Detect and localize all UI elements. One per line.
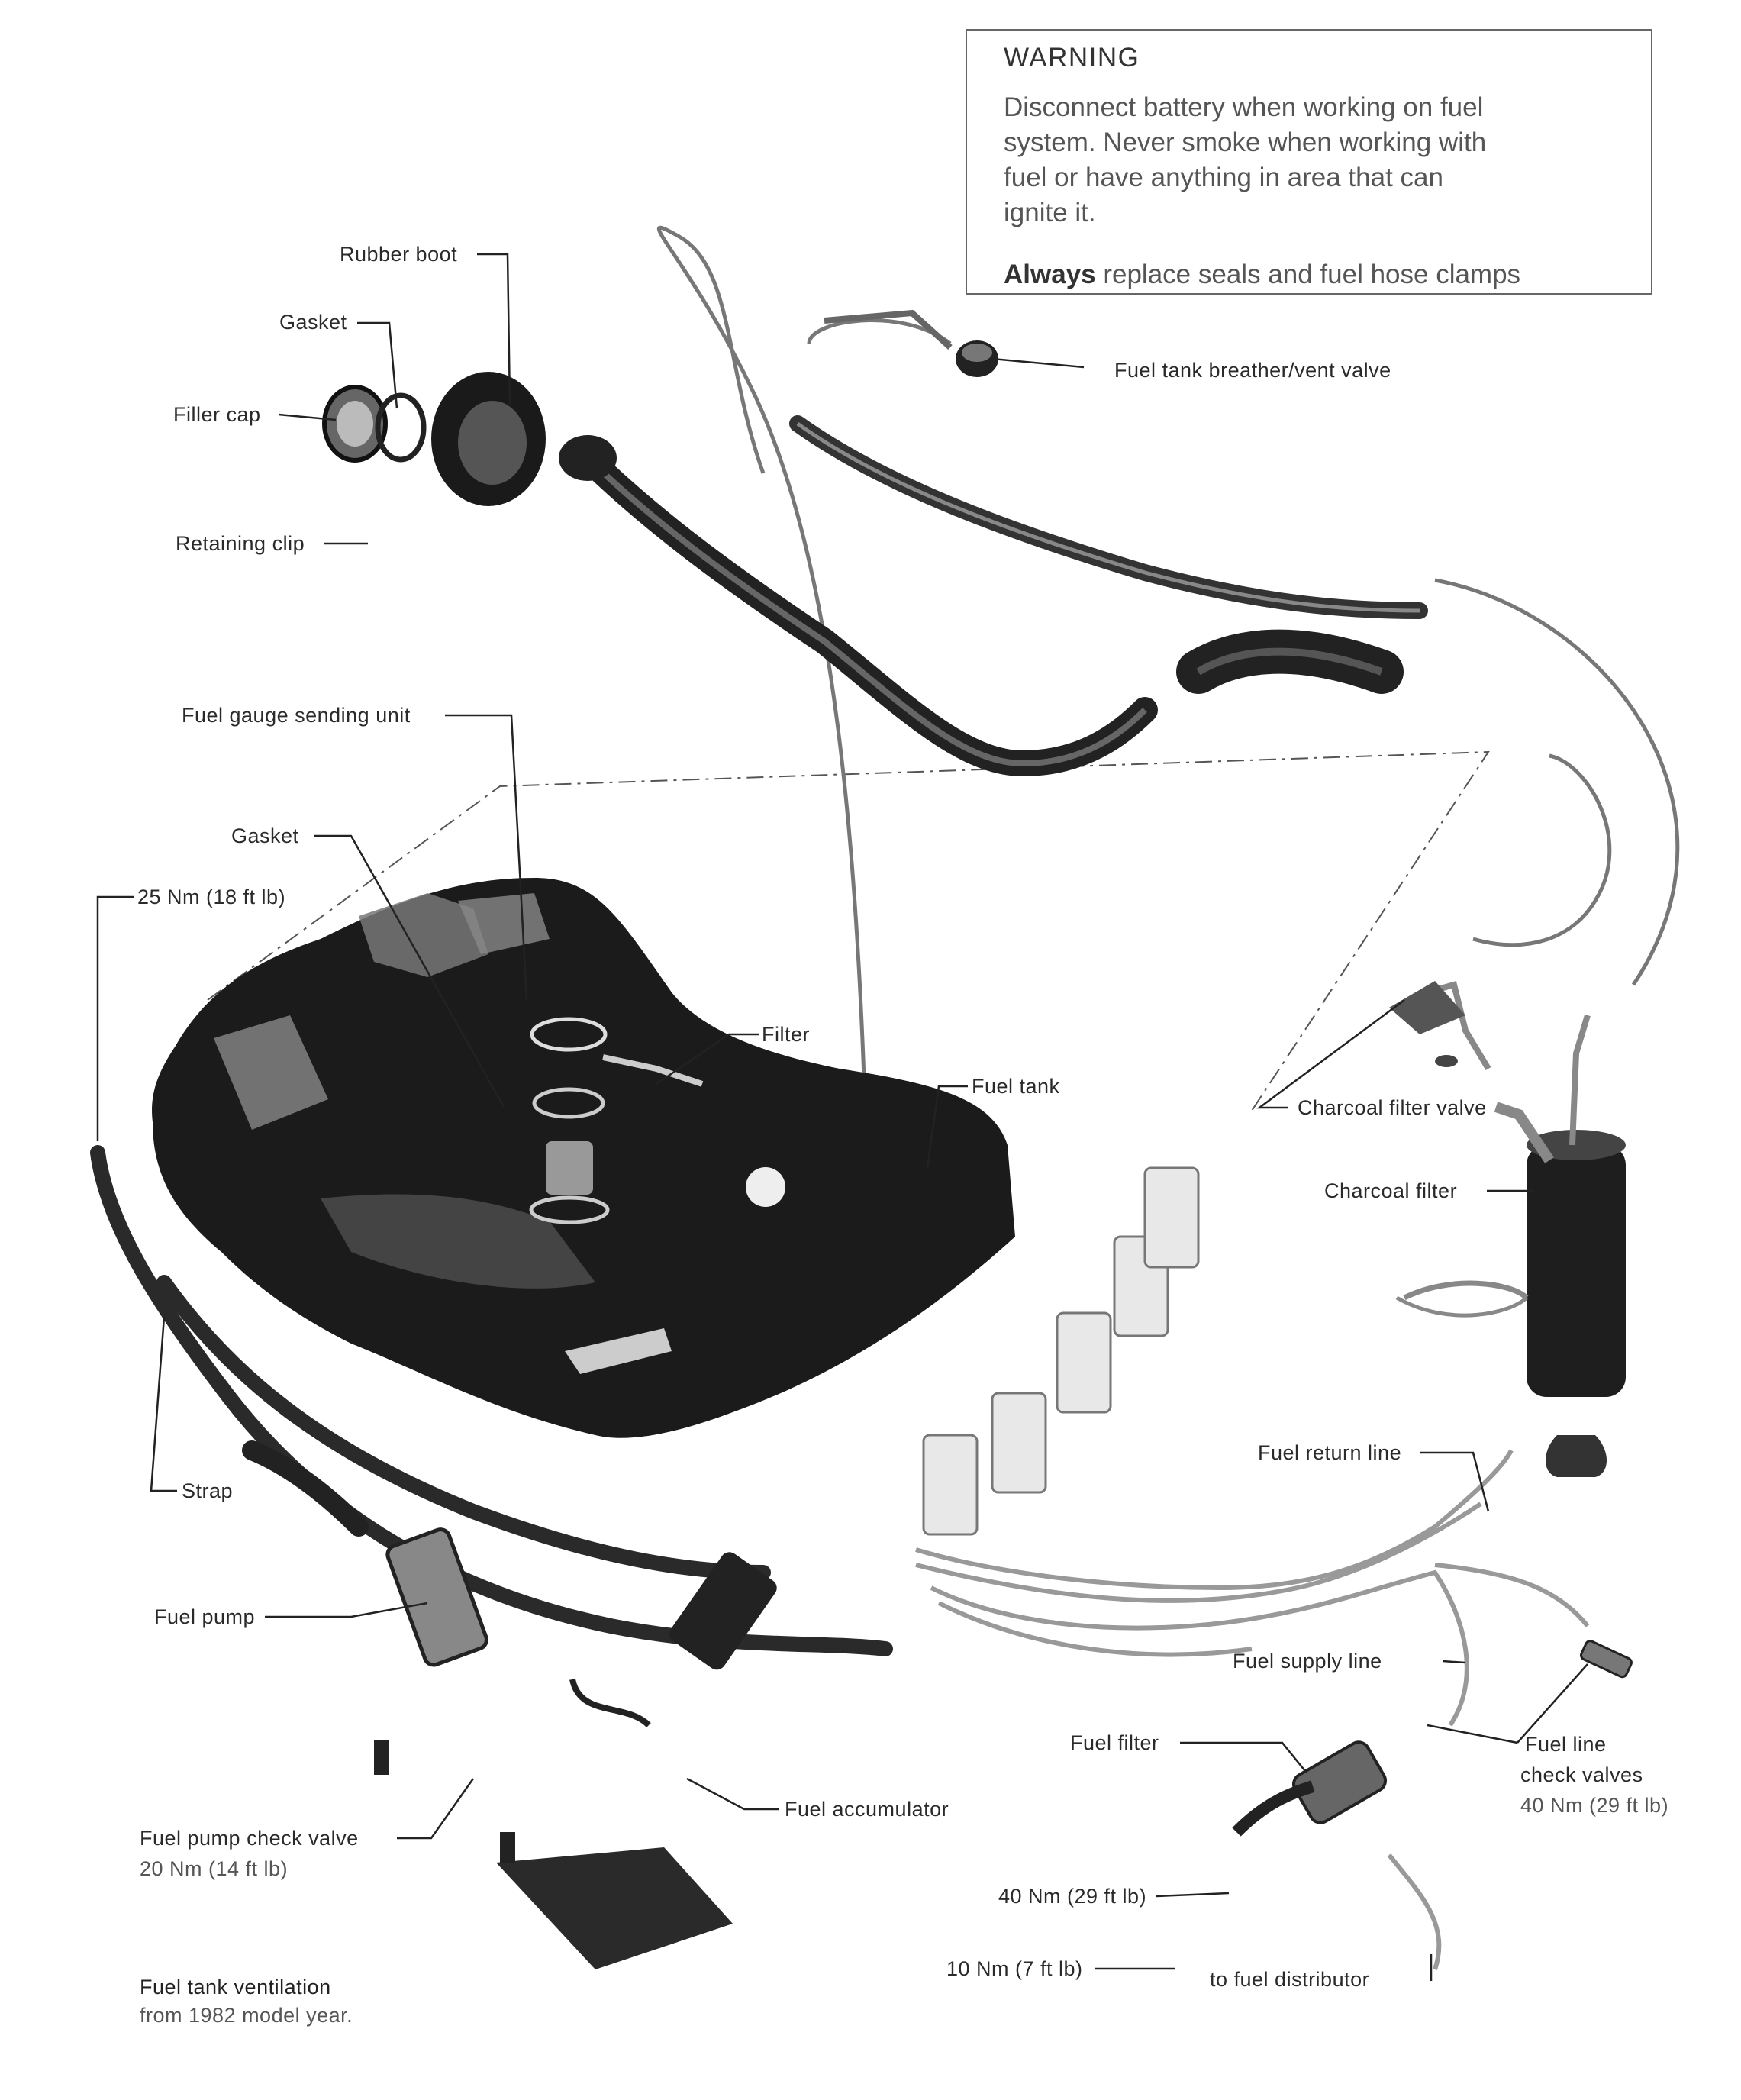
label-fuel-return-line: Fuel return line: [1258, 1441, 1402, 1464]
label-check-valves-torque: 40 Nm (29 ft lb): [1520, 1794, 1669, 1817]
fuel-filter-part: [1232, 1740, 1442, 1970]
breather-valve: [824, 309, 998, 377]
caption-title: Fuel tank ventilation: [140, 1976, 331, 1998]
label-to-fuel-distributor: to fuel distributor: [1210, 1968, 1370, 1991]
label-check-valves: check valves: [1520, 1763, 1643, 1786]
label-charcoal-filter-valve: Charcoal filter valve: [1298, 1096, 1487, 1119]
fuel-tank: [152, 878, 1016, 1438]
warning-seals-text: replace seals and fuel hose clamps: [1095, 260, 1521, 289]
label-strap-torque: 25 Nm (18 ft lb): [137, 885, 286, 908]
label-fuel-line: Fuel line: [1525, 1733, 1607, 1756]
label-strap: Strap: [182, 1479, 234, 1502]
label-pump-check-valve-torque: 20 Nm (14 ft lb): [140, 1857, 289, 1880]
warning-box: WARNING Disconnect battery when working …: [966, 29, 1652, 295]
label-rubber-boot: Rubber boot: [340, 243, 458, 266]
fuel-lines: [915, 1449, 1590, 1727]
filler-cap-group: [322, 372, 546, 506]
label-fuel-accumulator: Fuel accumulator: [785, 1798, 949, 1821]
caption-sub: from 1982 model year.: [140, 2004, 353, 2027]
heat-shields: [922, 1166, 1200, 1536]
label-retaining-clip: Retaining clip: [176, 532, 305, 555]
fuel-accumulator: [374, 1552, 777, 1969]
fuel-pump: [242, 1440, 488, 1667]
label-fuel-filter: Fuel filter: [1070, 1731, 1159, 1754]
label-breather-vent-valve: Fuel tank breather/vent valve: [1114, 359, 1391, 382]
breather-hose: [789, 415, 1428, 619]
straps: [90, 1145, 893, 1656]
check-valve: [1579, 1640, 1633, 1679]
label-charcoal-filter: Charcoal filter: [1324, 1179, 1458, 1202]
label-gasket-top: Gasket: [279, 311, 347, 334]
leader-lines: [96, 253, 1588, 1981]
label-filter-torque-40: 40 Nm (29 ft lb): [998, 1885, 1147, 1908]
warning-seals-line: Always replace seals and fuel hose clamp…: [1004, 260, 1520, 290]
warning-always: Always: [1004, 260, 1096, 289]
label-fuel-pump: Fuel pump: [154, 1605, 256, 1628]
charcoal-filter-part: [1389, 981, 1626, 1477]
label-gasket-mid: Gasket: [231, 824, 299, 847]
label-filler-cap: Filler cap: [173, 403, 261, 426]
label-filter-torque-10: 10 Nm (7 ft lb): [946, 1957, 1083, 1980]
filler-neck: [559, 435, 1404, 777]
label-filter: Filter: [762, 1023, 810, 1046]
label-fuel-gauge-sending-unit: Fuel gauge sending unit: [182, 704, 411, 727]
warning-title: WARNING: [1004, 43, 1140, 73]
warning-body: Disconnect battery when working on fuel …: [1004, 92, 1487, 227]
label-fuel-supply-line: Fuel supply line: [1233, 1650, 1382, 1673]
label-fuel-tank: Fuel tank: [972, 1075, 1060, 1098]
label-fuel-pump-check-valve: Fuel pump check valve: [140, 1827, 359, 1850]
